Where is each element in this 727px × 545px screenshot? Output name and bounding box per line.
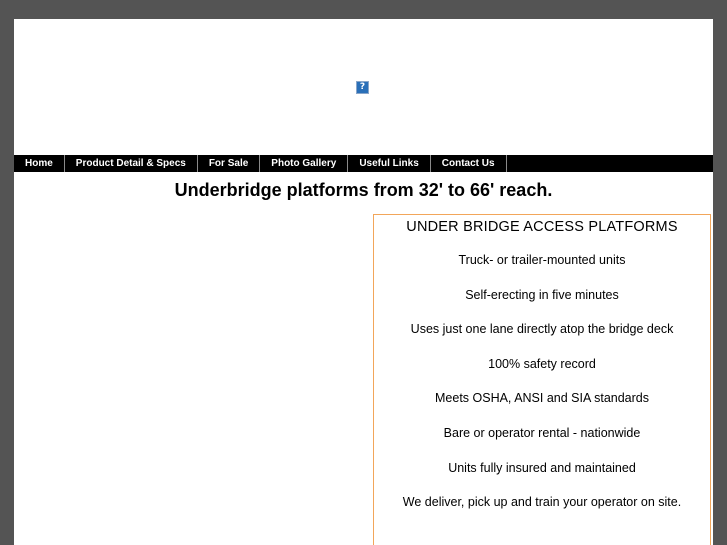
feature-item: Meets OSHA, ANSI and SIA standards	[435, 391, 649, 406]
nav-item-product-detail-specs[interactable]: Product Detail & Specs	[65, 155, 198, 172]
nav-item-useful-links[interactable]: Useful Links	[348, 155, 431, 172]
page-headline: Underbridge platforms from 32' to 66' re…	[174, 180, 553, 200]
info-box: UNDER BRIDGE ACCESS PLATFORMS Truck- or …	[373, 214, 711, 545]
info-box-title: UNDER BRIDGE ACCESS PLATFORMS	[406, 219, 678, 235]
nav-item-home[interactable]: Home	[14, 155, 65, 172]
main-nav: Home Product Detail & Specs For Sale Pho…	[14, 155, 713, 172]
feature-item: Uses just one lane directly atop the bri…	[410, 322, 674, 337]
feature-item: 100% safety record	[488, 356, 596, 371]
feature-list: Truck- or trailer-mounted units Self-ere…	[374, 251, 710, 528]
broken-image-icon: ?	[356, 81, 369, 94]
feature-item: Truck- or trailer-mounted units	[458, 253, 626, 267]
feature-item: Self-erecting in five minutes	[465, 287, 619, 302]
nav-item-contact-us[interactable]: Contact Us	[431, 155, 507, 172]
feature-item: Bare or operator rental - nationwide	[443, 425, 641, 440]
feature-item: We deliver, pick up and train your opera…	[402, 495, 682, 510]
page-container: ? Home Product Detail & Specs For Sale P…	[14, 19, 713, 545]
nav-item-photo-gallery[interactable]: Photo Gallery	[260, 155, 349, 172]
header-banner: ?	[14, 19, 713, 155]
feature-item: Units fully insured and maintained	[448, 460, 636, 475]
nav-item-for-sale[interactable]: For Sale	[198, 155, 261, 172]
